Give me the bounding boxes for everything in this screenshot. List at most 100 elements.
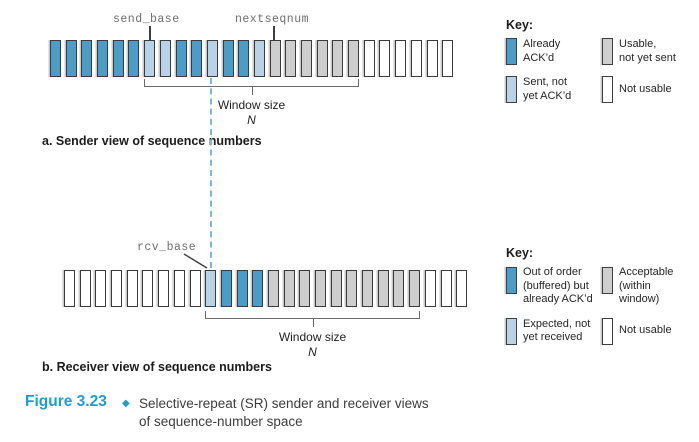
out-of-order-swatch [506,267,517,294]
sequence-box-light_blue [253,40,265,77]
sequence-box-gray [330,270,342,307]
receiver-sequence-row [64,270,468,307]
sequence-box-white [363,40,375,77]
sequence-box-dark_blue [252,270,264,307]
sequence-box-dark_blue [236,270,248,307]
key-item-label: Expected, not yet received [523,317,591,344]
key-item-label: Usable, not yet sent [619,38,676,64]
sequence-box-gray [346,270,358,307]
key-item-not-usable: Not usable [602,76,696,103]
sequence-box-gray [267,270,279,307]
not-usable-swatch [602,317,613,345]
sequence-box-gray [283,270,295,307]
sequence-box-white [79,270,91,307]
sequence-box-dark_blue [175,40,187,77]
nextseqnum-label: nextseqnum [235,13,310,26]
sequence-box-white [440,270,452,307]
sender-key: Key: Already ACK’d Usable, not yet sent … [506,18,696,103]
send-base-label: send_base [113,13,180,26]
key-item-label: Sent, not yet ACK’d [523,76,572,102]
rcv-base-label: rcv_base [137,241,197,254]
rcv-base-pointer-line [183,253,208,269]
sender-key-title: Key: [506,18,534,32]
sequence-box-white [395,40,407,77]
key-item-label: Out of order (buffered) but already ACK’… [523,266,593,305]
sequence-box-gray [285,40,297,77]
sequence-box-white [158,270,170,307]
acceptable-swatch [602,267,613,294]
key-item-label: Not usable [619,82,672,95]
sequence-box-gray [409,270,421,307]
not-usable-swatch [602,76,613,103]
sequence-box-gray [393,270,405,307]
sequence-box-dark_blue [222,40,234,77]
key-item-already-ackd: Already ACK’d [506,38,602,65]
sender-key-grid: Already ACK’d Usable, not yet sent Sent,… [506,38,696,103]
sender-receiver-dashed-connector [210,78,212,268]
sent-not-yet-ackd-swatch [506,76,517,103]
key-item-out-of-order: Out of order (buffered) but already ACK’… [506,266,602,307]
key-item-label: Already ACK’d [523,38,561,64]
sequence-box-gray [348,40,360,77]
sequence-box-white [426,40,438,77]
sequence-box-gray [301,40,312,77]
sequence-box-gray [377,270,389,307]
key-item-expected-not-yet-received: Expected, not yet received [506,317,602,345]
usable-not-yet-sent-swatch [602,38,613,65]
receiver-key-grid: Out of order (buffered) but already ACK’… [506,266,696,345]
key-item-sent-not-yet-ackd: Sent, not yet ACK’d [506,76,602,103]
sequence-box-white [173,270,185,307]
sequence-box-white [111,270,123,307]
sequence-box-dark_blue [81,40,93,77]
sequence-box-light_blue [159,40,171,77]
sequence-box-gray [299,270,311,307]
sequence-box-white [424,270,436,307]
expected-swatch [506,317,517,345]
sequence-box-dark_blue [191,40,203,77]
nextseqnum-pointer-line [273,26,275,40]
receiver-key-title: Key: [506,246,534,260]
send-base-pointer-line [149,26,151,40]
key-item-usable-not-yet-sent: Usable, not yet sent [602,38,696,65]
sequence-box-gray [315,270,326,307]
sequence-box-white [64,270,75,307]
sequence-box-white [95,270,107,307]
sequence-box-white [189,270,201,307]
sequence-box-white [142,270,154,307]
caption-text: Selective-repeat (SR) sender and receive… [139,396,429,429]
key-item-acceptable: Acceptable (within window) [602,266,696,307]
sequence-box-light_blue [206,40,218,77]
sequence-box-dark_blue [112,40,124,77]
sequence-box-white [456,270,468,307]
sender-window-size-label: Window size [217,98,286,112]
already-ackd-swatch [506,38,517,65]
sequence-box-dark_blue [128,40,140,77]
receiver-section-label: b. Receiver view of sequence numbers [42,360,272,374]
key-item-label: Acceptable (within window) [619,266,674,305]
sequence-box-dark_blue [220,270,232,307]
receiver-window-n: N [308,345,317,359]
sequence-box-light_blue [144,40,156,77]
sender-window-bracket [144,79,359,95]
sender-sequence-row [50,40,454,77]
sender-section-label: a. Sender view of sequence numbers [42,134,262,148]
receiver-key: Key: Out of order (buffered) but already… [506,246,696,345]
sequence-box-dark_blue [97,40,109,77]
receiver-window-size-label: Window size [278,330,347,344]
sequence-box-light_blue [205,270,217,307]
sender-window-n: N [247,113,256,127]
key-item-label: Not usable [619,324,672,337]
sequence-box-gray [362,270,374,307]
caption-diamond-icon: ◆ [122,398,130,409]
sequence-box-white [442,40,454,77]
sequence-box-gray [269,40,281,77]
key-item-not-usable: Not usable [602,317,696,345]
receiver-window-bracket [205,311,420,327]
sequence-box-white [126,270,138,307]
sequence-box-dark_blue [50,40,61,77]
sequence-box-gray [332,40,344,77]
sequence-box-gray [316,40,328,77]
sequence-box-dark_blue [65,40,77,77]
caption-figure-number: Figure 3.23 [25,393,107,410]
